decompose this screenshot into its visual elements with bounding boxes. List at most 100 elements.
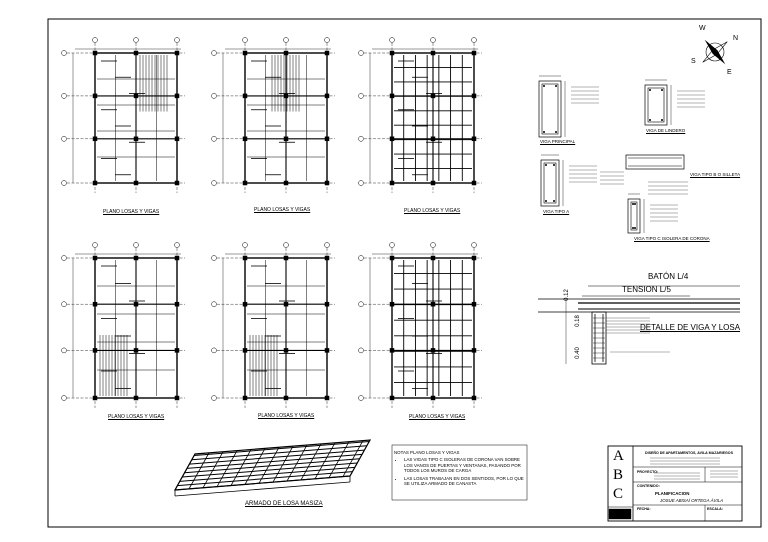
notes-title: NOTAS PLANO LOSAS Y VIGAS: [394, 450, 460, 455]
column: [133, 50, 139, 56]
stirrup: [543, 162, 557, 204]
slab-bar-trans: [272, 445, 294, 483]
rebar-dot: [553, 200, 555, 202]
slab-bar-trans: [244, 448, 266, 485]
column: [92, 301, 98, 307]
column: [92, 348, 98, 353]
rebar-dot: [555, 85, 557, 87]
baston-label: BATÓN L/4: [648, 272, 689, 281]
stirrup: [630, 201, 638, 231]
beam-details: [538, 75, 740, 365]
slab-bar-trans: [202, 451, 224, 488]
slab-bar-trans: [300, 443, 322, 481]
title-label-fecha: FECHA:: [637, 507, 651, 511]
column: [283, 180, 289, 186]
detail-viga-tipo-c: [627, 193, 678, 234]
slab-bar-long: [191, 445, 367, 461]
column: [389, 180, 395, 186]
title-name: JOSUE ABISAÍ ORTEGA ÁVILA: [660, 498, 724, 503]
column: [389, 93, 395, 99]
grid-bubble: [61, 50, 67, 56]
column: [174, 348, 180, 353]
section-outline: [540, 159, 560, 207]
column: [133, 348, 139, 353]
column: [430, 255, 436, 261]
grid-bubble: [61, 395, 67, 401]
notes-block: NOTAS PLANO LOSAS Y VIGAS LAS VIGAS TIPO…: [394, 450, 524, 488]
column: [174, 50, 180, 56]
note-item-1: LAS VIGAS TIPO C ISOLERAS DE CORONA VAN …: [404, 457, 524, 473]
column: [242, 136, 248, 142]
title-letter-b: B: [613, 467, 624, 483]
column: [174, 136, 180, 142]
slab-bar-long: [186, 453, 363, 469]
column: [471, 50, 477, 56]
column: [471, 93, 477, 99]
floor-plan-2: [211, 37, 335, 193]
slab-bar-long: [184, 458, 360, 474]
column: [389, 50, 395, 56]
compass-w: W: [699, 25, 706, 32]
column: [133, 136, 139, 142]
tension-label: TENSION L/5: [622, 285, 671, 294]
grid-bubble: [358, 347, 364, 354]
grid-bubble: [358, 395, 364, 401]
slab-bar-trans: [188, 452, 210, 490]
grid-bubble: [133, 37, 139, 43]
grid-bubble: [283, 37, 289, 43]
column: [174, 395, 180, 401]
grid-bubble: [242, 37, 248, 43]
plan-label-4: PLANO LOSAS Y VIGAS: [108, 414, 165, 420]
north-arrow-icon: [702, 39, 728, 65]
grid-bubble: [324, 242, 330, 248]
column: [283, 50, 289, 56]
column: [471, 136, 477, 142]
detail-label-viga-principal: VIGA PRINCIPAL: [540, 139, 576, 144]
grid-bubble: [389, 37, 395, 43]
column: [324, 301, 330, 307]
dim-012: 0.12: [563, 289, 570, 301]
column: [430, 50, 436, 56]
column: [430, 395, 436, 401]
compass-e: E: [727, 69, 732, 76]
slab-label: ARMADO DE LOSA MASIZA: [245, 501, 323, 507]
rebar-dot: [634, 203, 636, 205]
rebar-dot: [661, 119, 663, 121]
notes-frame: [391, 444, 528, 501]
grid-bubble: [242, 242, 248, 248]
column: [471, 301, 477, 307]
dim-018: 0.18: [574, 315, 581, 327]
column: [324, 136, 330, 142]
column: [92, 395, 98, 401]
stirrup: [541, 83, 559, 135]
grid-bubble: [211, 255, 217, 261]
column: [92, 136, 98, 142]
plan-label-5: PLANO LOSAS Y VIGAS: [258, 413, 315, 419]
slab-bar-long: [189, 449, 365, 465]
compass-ring: [705, 42, 725, 62]
rebar-dot: [649, 89, 651, 91]
slab-bar-trans: [286, 444, 308, 482]
floor-plan-5: [211, 242, 335, 408]
detail-viga-tipo-a: [540, 154, 597, 207]
grid-bubble: [358, 255, 364, 261]
grid-bubble: [61, 180, 67, 186]
column: [389, 348, 395, 353]
column: [471, 180, 477, 186]
grid-bubble: [430, 37, 436, 43]
column: [242, 301, 248, 307]
column: [133, 180, 139, 186]
rebar-dot: [661, 89, 663, 91]
column: [283, 348, 289, 353]
grid-bubble: [211, 180, 217, 186]
dim-040: 0.40: [574, 347, 581, 359]
column: [242, 180, 248, 186]
grid-bubble: [358, 301, 364, 307]
rebar-dot: [543, 85, 545, 87]
column: [389, 255, 395, 261]
grid-bubble: [389, 242, 395, 248]
column: [389, 395, 395, 401]
column: [324, 93, 330, 99]
compass-cross: [702, 41, 728, 63]
grid-bubble: [283, 242, 289, 248]
